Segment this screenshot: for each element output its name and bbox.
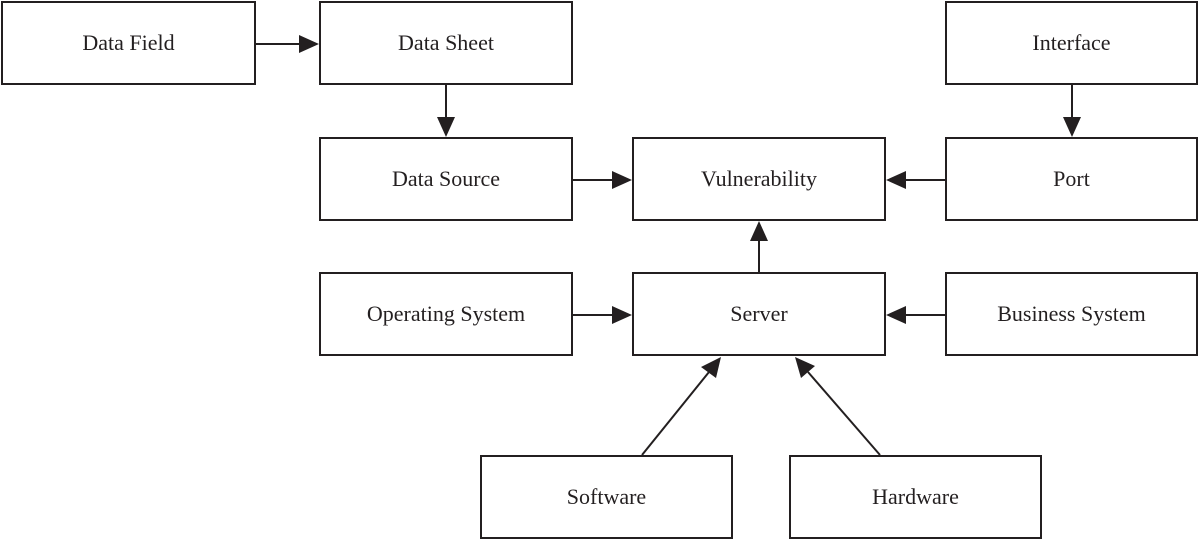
node-business-system: Business System <box>945 272 1198 356</box>
edge-data-field-to-data-sheet <box>256 35 319 53</box>
node-label: Data Source <box>391 166 501 191</box>
node-label: Port <box>1053 166 1090 191</box>
arrowhead <box>437 117 455 137</box>
node-label: Server <box>730 301 788 326</box>
node-data-source: Data Source <box>319 137 573 221</box>
arrowhead <box>886 306 906 324</box>
edge-operating-system-to-server <box>573 306 632 324</box>
node-interface: Interface <box>945 1 1198 85</box>
node-server: Server <box>632 272 886 356</box>
arrowhead <box>612 171 632 189</box>
edge-server-to-vulnerability <box>750 221 768 272</box>
node-label: Vulnerability <box>701 166 817 191</box>
arrowhead <box>795 357 815 378</box>
node-vulnerability: Vulnerability <box>632 137 886 221</box>
node-port: Port <box>945 137 1198 221</box>
edge-port-to-vulnerability <box>886 171 945 189</box>
edge-business-system-to-server <box>886 306 945 324</box>
edge-hardware-to-server <box>795 357 881 456</box>
edge-data-sheet-to-data-source <box>437 85 455 137</box>
node-label: Business System <box>997 301 1146 326</box>
arrowhead <box>1063 117 1081 137</box>
arrowhead <box>886 171 906 189</box>
arrowhead <box>612 306 632 324</box>
edge-software-to-server <box>641 357 721 456</box>
node-data-field: Data Field <box>1 1 256 85</box>
edge-interface-to-port <box>1063 85 1081 137</box>
arrowhead <box>701 357 721 378</box>
edge-data-source-to-vulnerability <box>573 171 632 189</box>
arrowhead <box>299 35 319 53</box>
node-label: Hardware <box>872 484 959 509</box>
node-label: Interface <box>1032 30 1111 55</box>
node-hardware: Hardware <box>789 455 1042 539</box>
node-label: Data Sheet <box>398 30 494 55</box>
arrowhead <box>750 221 768 241</box>
node-label: Software <box>566 484 647 509</box>
node-data-sheet: Data Sheet <box>319 1 573 85</box>
node-label: Data Field <box>82 30 175 55</box>
node-software: Software <box>480 455 733 539</box>
node-label: Operating System <box>366 301 526 326</box>
node-operating-system: Operating System <box>319 272 573 356</box>
